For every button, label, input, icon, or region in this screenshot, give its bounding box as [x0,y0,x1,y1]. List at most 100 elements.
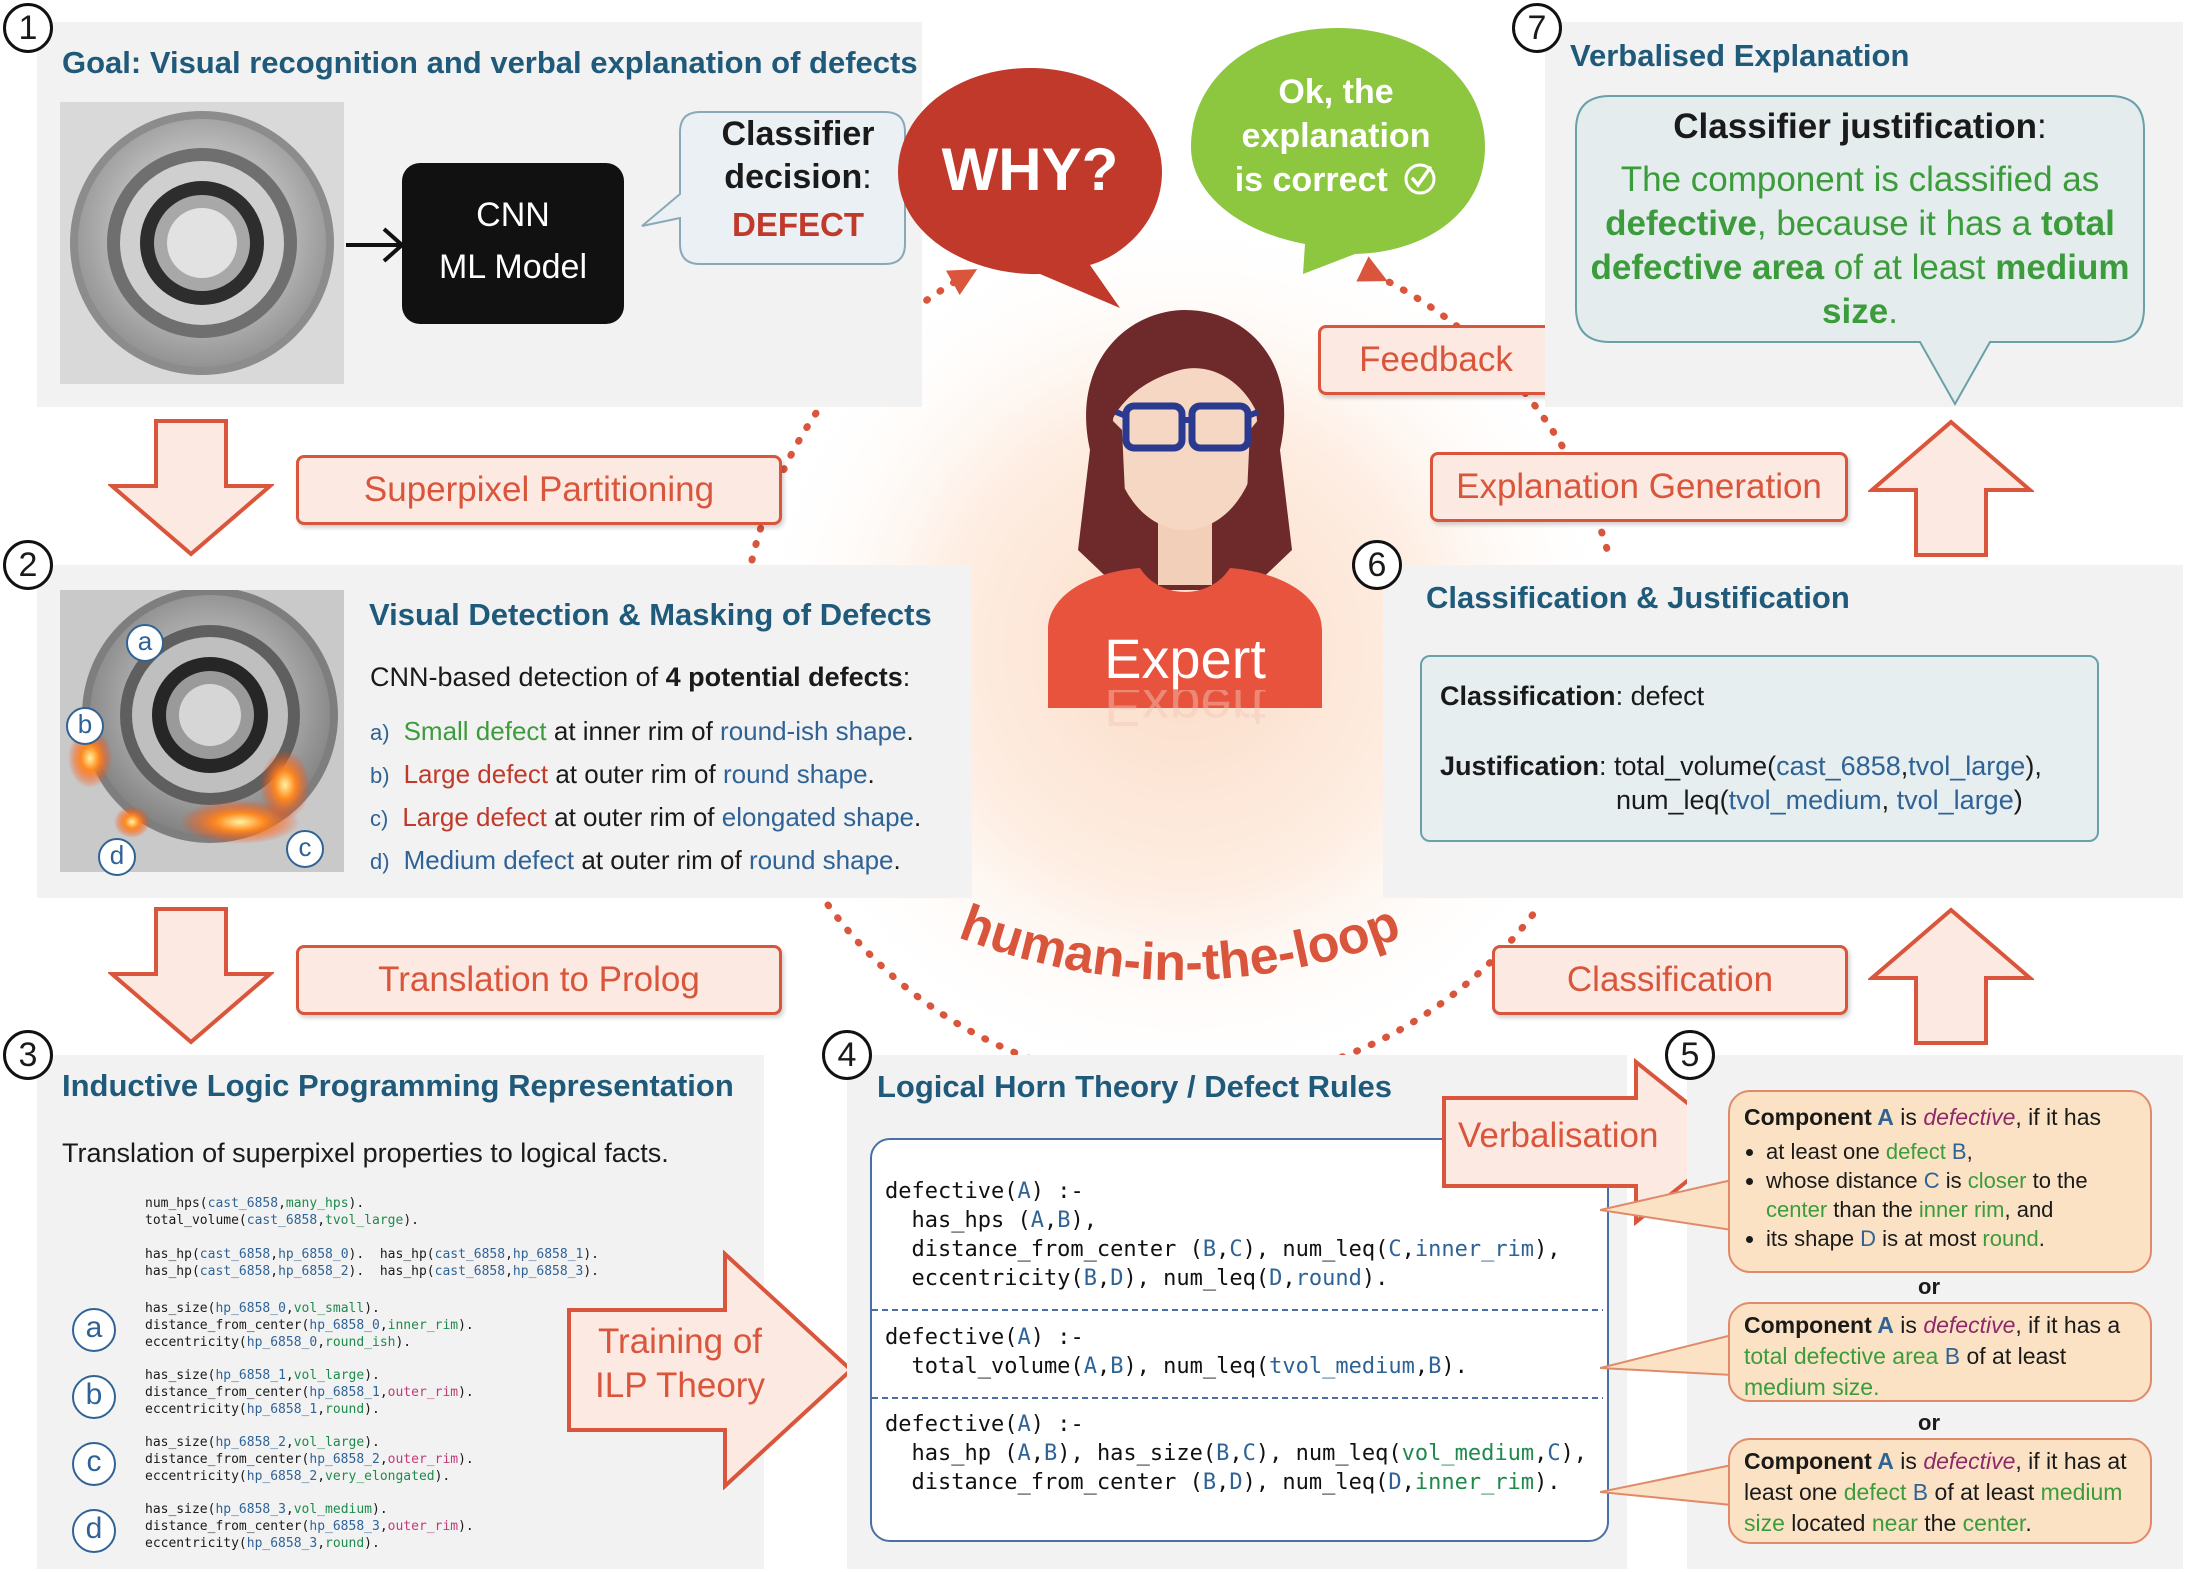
defect-item-a: a)Small defect at inner rim of round-ish… [370,716,914,746]
code-block-c: has_size(hp_6858_2,vol_large). distance_f… [145,1434,474,1485]
classification-title: Classification & Justification [1426,580,1850,615]
down-arrow-2 [108,907,274,1045]
ok-bubble-text: Ok, the explanation is correct [1205,70,1467,202]
code-line: eccentricity(hp_6858_1,round). [145,1402,380,1417]
rules-box [870,1138,1609,1542]
casting-photo [60,102,344,384]
why-bubble-text: WHY? [941,136,1119,203]
up-arrow-1 [1868,419,2034,557]
model-line-1: CNN [476,196,550,234]
code-group-b: b has_size(hp_6858_1,vol_large).distance_… [72,1367,672,1427]
verbal-rule-1-bullets: at least one defect B,whose distance C i… [1744,1137,2136,1253]
training-arrow [567,1250,854,1490]
marker-c: c [286,830,324,868]
code-line: distance_from_center(hp_6858_0,inner_rim… [145,1318,474,1333]
ok-bubble-shape [1191,28,1485,274]
code-line: has_hp(cast_6858,hp_6858_0). has_hp(cast… [145,1247,600,1262]
training-label: Training of ILP Theory [580,1320,780,1408]
defect-list: a)Small defect at inner rim of round-ish… [370,714,921,886]
verbal-rule-1: Component A is defective, if it has at l… [1728,1090,2152,1273]
decision-label-1: Classifier [721,115,875,153]
expert-figure [1048,310,1322,708]
step-number-2: 2 [3,540,53,590]
code-marker-a: a [72,1308,116,1352]
justification-heading: Classifier justification [1673,107,2037,146]
code-line: defective(A) :- [885,1325,1084,1350]
feedback-label: Feedback [1318,325,1554,395]
justification-lines: Justification: total_volume(cast_6858,tv… [1440,751,2042,815]
masked-casting-photo [60,590,344,872]
expl-total-area: total defective area [1590,204,2115,287]
expl-text-2: , because it has a [1756,204,2041,243]
expl-text-4: . [1888,292,1898,331]
rules-dividers [872,1309,1603,1399]
code-line: has_size(hp_6858_3,vol_medium). [145,1502,388,1517]
ilp-code-head: num_hps(cast_6858,many_hps).total_volume… [145,1195,599,1280]
ok-line-2: explanation [1241,117,1431,155]
code-group-c: c has_size(hp_6858_2,vol_large). distance_… [72,1434,672,1494]
expl-medium-size: medium size [1822,248,2130,331]
verbal-rule-2: Component A is defective, if it has a to… [1728,1302,2152,1402]
training-line-1: Training of [597,1322,763,1361]
justification-bubble-text: Classifier justification: The component … [1590,104,2130,334]
expl-defective: defective [1605,204,1757,243]
decision-value: DEFECT [732,206,864,243]
expl-text-3: of at least [1824,248,1996,287]
intro-suffix: : [902,662,911,692]
step-number-4: 4 [822,1030,872,1080]
superpixel-partitioning-label: Superpixel Partitioning [296,455,782,525]
code-line: has_size(hp_6858_2,vol_large). [145,1435,380,1450]
code-group-a: a has_size(hp_6858_0,vol_small). distance_… [72,1300,672,1360]
code-line: total_volume(A,B), num_leq(tvol_medium,B… [885,1354,1468,1379]
defect-item-d: d)Medium defect at outer rim of round sh… [370,845,901,875]
check-circle-icon [1404,163,1436,195]
ilp-title: Inductive Logic Programming Representati… [62,1068,734,1103]
code-line: distance_from_center(hp_6858_2,outer_rim… [145,1452,474,1467]
justification-heading-colon: : [2036,107,2047,146]
down-arrow-1 [108,419,274,557]
code-group-d: d has_size(hp_6858_3,vol_medium). distance… [72,1501,672,1561]
code-line: distance_from_center(hp_6858_3,outer_rim… [145,1519,474,1534]
explanation-generation-label: Explanation Generation [1430,452,1848,522]
code-line: eccentricity(hp_6858_2,very_elongated). [145,1469,451,1484]
code-block-a: has_size(hp_6858_0,vol_small). distance_f… [145,1300,474,1351]
code-marker-c: c [72,1442,116,1486]
step-number-6: 6 [1352,540,1402,590]
or-label-1: or [1918,1274,1940,1299]
intro-bold: 4 potential defects [665,662,903,692]
decision-bubble-shape [641,111,906,265]
step-number-1: 1 [3,3,53,53]
ok-line-3: is correct [1234,161,1388,199]
code-line: has_size(hp_6858_0,vol_small). [145,1301,380,1316]
code-line [145,1229,599,1246]
decision-bubble-text: Classifier decision: DEFECT [692,113,904,246]
horn-theory-title: Logical Horn Theory / Defect Rules [877,1069,1393,1104]
code-line: has_hps (A,B), [885,1208,1097,1233]
training-line-2: ILP Theory [595,1366,765,1405]
code-line: defective(A) :- [885,1179,1084,1204]
code-marker-b: b [72,1375,116,1419]
model-line-2: ML Model [438,248,588,286]
rule-3: defective(A) :- has_hp (A,B), has_size(B… [885,1410,1587,1497]
verbalisation-arrow [1442,1058,1740,1226]
expert-label: Expert [1104,627,1266,690]
or-label-2: or [1918,1410,1940,1435]
detection-intro: CNN-based detection of 4 potential defec… [370,662,910,693]
code-marker-d: d [72,1509,116,1553]
code-line: distance_from_center (B,D), num_leq(D,in… [885,1470,1561,1495]
classification-label: Classification [1492,945,1848,1015]
ilp-subtitle: Translation of superpixel properties to … [62,1138,669,1168]
code-line: has_size(hp_6858_1,vol_large). [145,1368,380,1383]
decision-colon: : [862,158,872,196]
verbal-rule-3: Component A is defective, if it has at l… [1728,1438,2152,1544]
marker-b: b [66,707,104,745]
marker-a: a [126,624,164,662]
goal-title: Goal: Visual recognition and verbal expl… [62,45,918,80]
classification-line: Classification: defect [1440,681,1705,711]
up-arrow-2 [1868,907,2034,1045]
code-block-b: has_size(hp_6858_1,vol_large).distance_f… [145,1367,474,1418]
ok-line-1: Ok, the [1278,73,1394,111]
intro-prefix: CNN-based detection of [370,662,666,692]
marker-d: d [98,838,136,876]
verbal-bullet: whose distance C is closer to the center… [1766,1166,2136,1224]
